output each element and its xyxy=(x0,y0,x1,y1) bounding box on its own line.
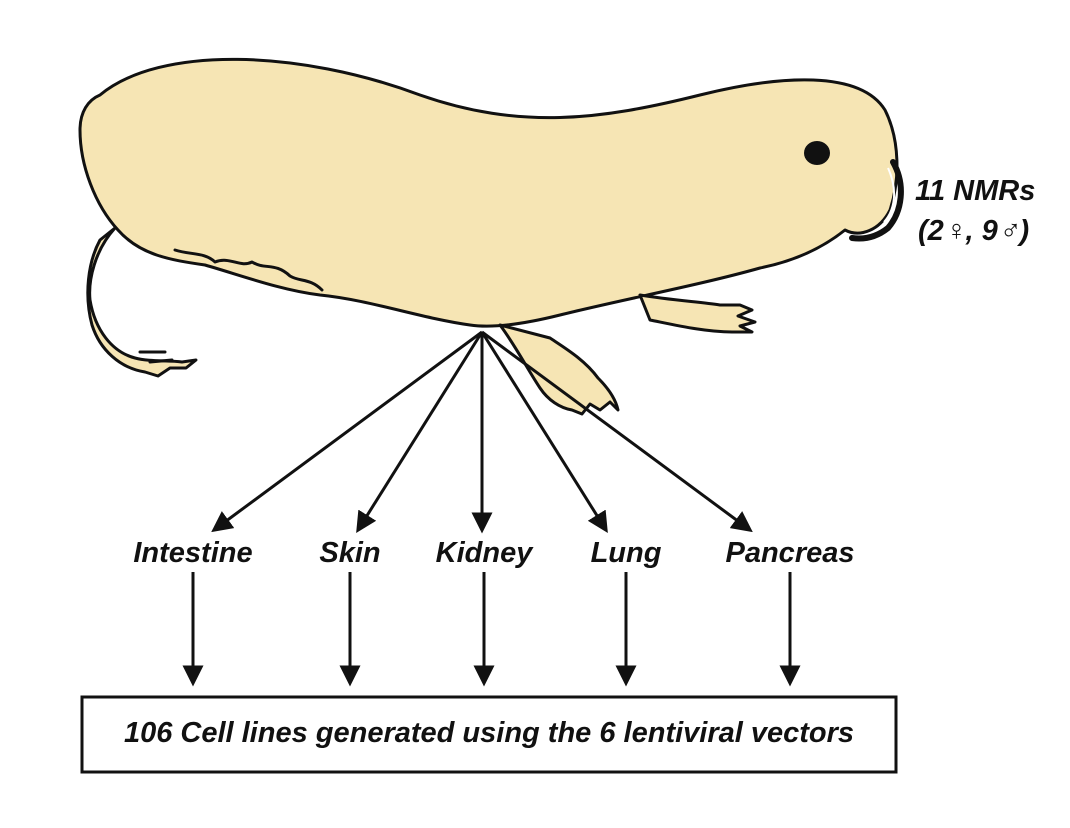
tissue-label-pancreas: Pancreas xyxy=(726,537,855,569)
belly-folds xyxy=(173,248,324,292)
result-box-label: 106 Cell lines generated using the 6 len… xyxy=(124,717,854,749)
arrow-to-pancreas xyxy=(481,330,753,533)
hind-foot-toes xyxy=(138,350,174,364)
animal-sex-label: (2♀, 9♂) xyxy=(918,215,1029,247)
incisor-teeth xyxy=(849,159,904,242)
hind-leg xyxy=(86,226,198,378)
tissue-label-intestine: Intestine xyxy=(133,537,252,569)
front-leg xyxy=(638,293,757,334)
mole-rat-eye xyxy=(804,141,830,165)
tissue-arrows xyxy=(211,330,753,534)
naked-mole-rat-icon xyxy=(78,57,904,416)
arrow-to-intestine xyxy=(211,330,483,533)
arrow-to-skin xyxy=(356,331,484,533)
tissue-label-kidney: Kidney xyxy=(436,537,535,569)
result-box xyxy=(80,695,898,774)
animal-count-label: 11 NMRs xyxy=(915,175,1035,207)
arrow-to-lung xyxy=(480,331,608,533)
result-arrows xyxy=(182,572,801,687)
tissue-label-lung: Lung xyxy=(591,537,662,569)
mole-rat-body xyxy=(78,57,899,328)
tissue-label-skin: Skin xyxy=(319,537,380,569)
middle-leg xyxy=(498,323,620,416)
